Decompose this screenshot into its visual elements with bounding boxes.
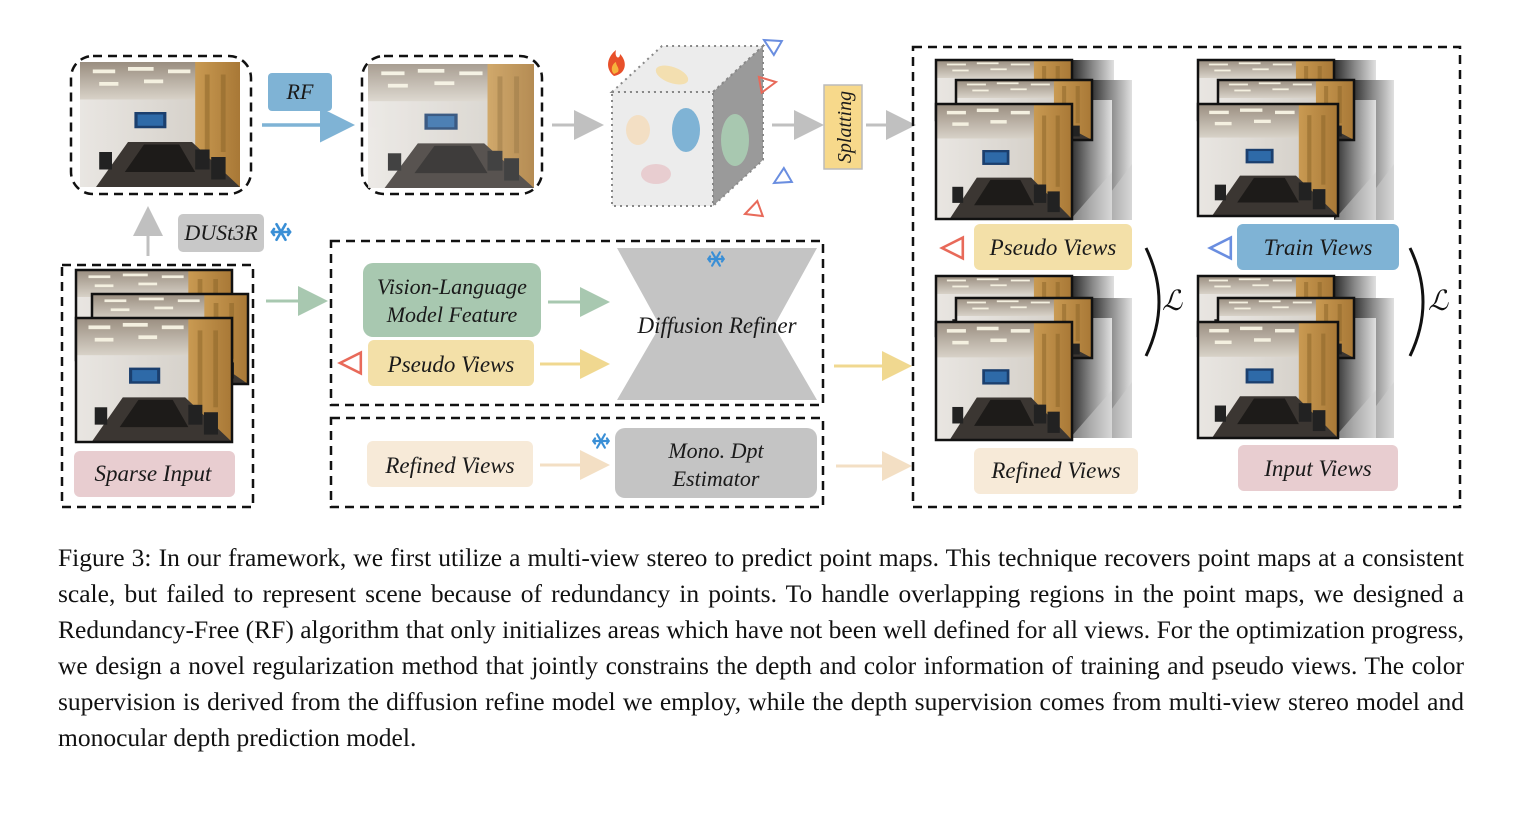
pointmap-refined-panel xyxy=(360,54,544,196)
loss-symbol-right: ℒ xyxy=(1428,284,1449,317)
dust3r-label: DUSt3R xyxy=(183,220,258,245)
vlm-feature-label-line1: Vision-Language xyxy=(377,274,527,299)
gaussian-cube xyxy=(609,43,766,209)
camera-frustum-icon xyxy=(1208,236,1233,260)
input-views-label: Input Views xyxy=(1263,456,1372,481)
loss-bracket-left xyxy=(1144,247,1161,357)
mono-dpt-box xyxy=(615,428,817,498)
fire-icon xyxy=(608,50,625,76)
splatting-box xyxy=(823,84,863,170)
pseudo-views-label: Pseudo Views xyxy=(387,352,515,377)
pseudo-views-box xyxy=(368,340,534,386)
rf-box xyxy=(268,73,332,111)
refined-views-box-mid xyxy=(367,441,533,487)
camera-frustum-icon xyxy=(338,351,363,375)
mono-dpt-label-line2: Estimator xyxy=(672,466,760,491)
camera-frustum-icon xyxy=(940,236,965,260)
train-views-stack xyxy=(1196,58,1394,220)
input-views-stack xyxy=(1196,274,1394,440)
sparse-input-panel xyxy=(60,263,255,509)
refined-views-label-mid: Refined Views xyxy=(384,453,514,478)
pointmap-refined-image xyxy=(368,64,534,188)
sparse-input-stack xyxy=(74,268,250,444)
snowflake-icon xyxy=(270,222,292,242)
pointmap-panel xyxy=(69,54,253,196)
mono-dpt-label-line1: Mono. Dpt xyxy=(667,438,764,463)
vlm-feature-label-line2: Model Feature xyxy=(386,302,518,327)
diffusion-refiner-label: Diffusion Refiner xyxy=(636,313,797,338)
refined-views-stack xyxy=(934,274,1132,442)
sparse-input-label: Sparse Input xyxy=(95,461,213,486)
figure-caption: Figure 3: In our framework, we first uti… xyxy=(58,543,1464,752)
pointmap-dense-image xyxy=(80,62,240,187)
refined-views-box-right xyxy=(974,448,1138,494)
dust3r-box xyxy=(178,214,264,252)
train-views-box xyxy=(1237,224,1399,270)
camera-frustum-icon xyxy=(741,200,764,223)
pseudo-views-label-right: Pseudo Views xyxy=(989,235,1117,260)
diffusion-panel xyxy=(329,239,825,407)
input-views-box xyxy=(1238,445,1398,491)
pseudo-views-stack xyxy=(934,58,1132,221)
rf-label: RF xyxy=(286,79,314,104)
loss-bracket-right xyxy=(1408,247,1425,357)
mono-depth-panel xyxy=(329,416,825,509)
supervision-panel xyxy=(911,45,1462,509)
pseudo-views-box-right xyxy=(974,224,1132,270)
refined-views-label-right: Refined Views xyxy=(990,458,1120,483)
sparse-input-box xyxy=(74,451,235,497)
train-views-label: Train Views xyxy=(1264,235,1373,260)
framework-diagram: RF Splatting DUSt3R xyxy=(60,32,1462,509)
vlm-feature-box xyxy=(363,263,541,337)
diffusion-refiner-shape xyxy=(617,248,817,400)
camera-frustum-icon xyxy=(769,167,793,191)
loss-symbol-left: ℒ xyxy=(1162,284,1183,317)
splatting-label: Splatting xyxy=(834,91,856,163)
snowflake-icon xyxy=(592,433,610,449)
